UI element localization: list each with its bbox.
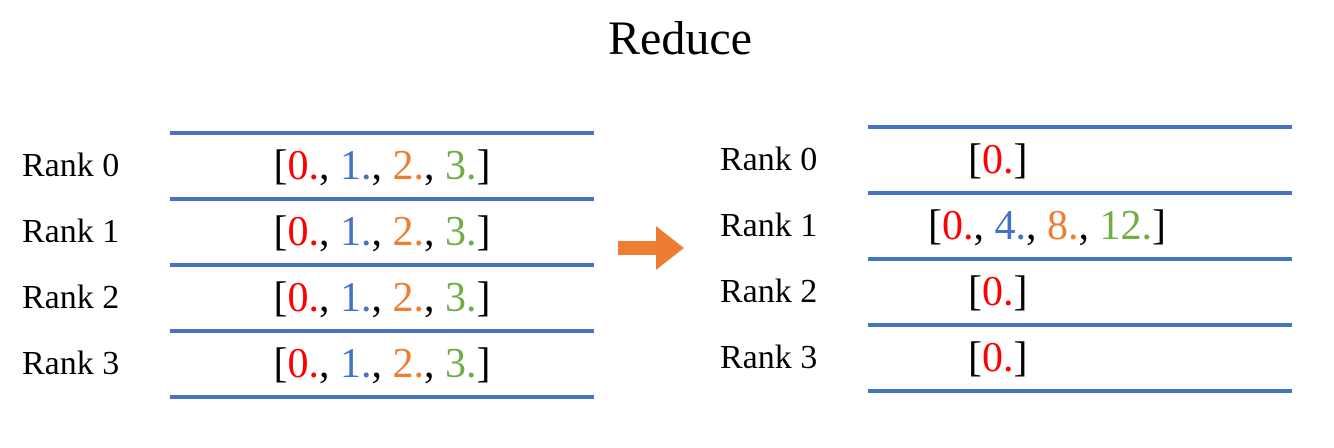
tensor-token: ,: [319, 143, 340, 189]
tensor-value: [0.]: [968, 337, 1028, 379]
tensor-token: 1.: [340, 143, 372, 189]
tensor-token: ,: [424, 275, 445, 321]
tensor-token: 0.: [942, 203, 974, 249]
rank-label: Rank 1: [720, 207, 818, 244]
tensor-token: [: [273, 209, 288, 255]
tensor-token: 3.: [445, 275, 477, 321]
tensor-token: 0.: [982, 269, 1014, 315]
tensor-token: ,: [1078, 203, 1100, 249]
rank-label: Rank 0: [720, 141, 818, 178]
tensor-token: ]: [476, 143, 491, 189]
tensor-value: [0., 1., 2., 3.]: [274, 277, 491, 319]
tensor-token: ,: [319, 275, 340, 321]
tensor-value: [0., 4., 8., 12.]: [928, 205, 1166, 247]
table-row: Rank 0 [0., 1., 2., 3.]: [22, 131, 594, 197]
tensor-token: ,: [371, 275, 393, 321]
table-row: Rank 3 [0., 1., 2., 3.]: [22, 329, 594, 395]
tensor-token: 0.: [287, 143, 320, 189]
tensor-token: ,: [371, 209, 393, 255]
tensor-token: ]: [476, 209, 491, 255]
tensor-token: 2.: [392, 275, 425, 321]
rank-label: Rank 2: [22, 279, 120, 316]
diagram-title: Reduce: [608, 12, 752, 65]
tensor-token: 0.: [287, 209, 320, 255]
tensor-token: 3.: [445, 341, 477, 387]
tensor-token: 3.: [445, 209, 477, 255]
tensor-token: 8.: [1047, 203, 1079, 249]
rank-label: Rank 0: [22, 147, 120, 184]
tensor-token: ]: [476, 275, 491, 321]
tensor-token: [: [273, 341, 288, 387]
tensor-token: 3.: [445, 143, 477, 189]
tensor-token: 2.: [392, 209, 425, 255]
tensor-token: 0.: [287, 341, 320, 387]
tensor-token: ]: [1152, 203, 1166, 249]
tensor-token: ,: [1026, 203, 1047, 249]
tensor-token: 2.: [392, 143, 425, 189]
tensor-token: ]: [1013, 269, 1028, 315]
tensor-token: ,: [371, 341, 393, 387]
table-row: Rank 1 [0., 4., 8., 12.]: [720, 191, 1292, 257]
table-row: Rank 1 [0., 1., 2., 3.]: [22, 197, 594, 263]
tensor-token: [: [968, 335, 982, 381]
before-table: Rank 0 [0., 1., 2., 3.] Rank 1 [0., 1., 2.,…: [22, 131, 594, 399]
right-arrow-icon: [618, 226, 684, 270]
tensor-token: ]: [476, 341, 491, 387]
after-table: Rank 0 [0.] Rank 1 [0., 4., 8., 12.] Rank 2 […: [720, 125, 1292, 393]
tensor-token: ,: [424, 341, 445, 387]
rank-label: Rank 3: [720, 339, 818, 376]
tensor-token: 1.: [340, 209, 372, 255]
tensor-token: [: [273, 275, 288, 321]
tensor-token: 0.: [287, 275, 320, 321]
table-row: Rank 2 [0.]: [720, 257, 1292, 323]
tensor-token: 4.: [994, 203, 1027, 249]
tensor-token: 12.: [1099, 203, 1153, 249]
tensor-value: [0., 1., 2., 3.]: [274, 211, 491, 253]
tensor-token: [: [968, 269, 982, 315]
table-row: Rank 3 [0.]: [720, 323, 1292, 389]
table-row: Rank 0 [0.]: [720, 125, 1292, 191]
rank-label: Rank 3: [22, 345, 120, 382]
tensor-token: ]: [1013, 137, 1028, 183]
tensor-value: [0.]: [968, 139, 1028, 181]
rank-label: Rank 1: [22, 213, 120, 250]
tensor-token: [: [273, 143, 288, 189]
tensor-token: ,: [319, 209, 340, 255]
table-row: Rank 2 [0., 1., 2., 3.]: [22, 263, 594, 329]
tensor-token: 0.: [982, 137, 1014, 183]
tensor-token: [: [968, 137, 982, 183]
tensor-token: 1.: [340, 275, 372, 321]
rank-label: Rank 2: [720, 273, 818, 310]
tensor-value: [0., 1., 2., 3.]: [274, 145, 491, 187]
tensor-token: ,: [424, 209, 445, 255]
tensor-token: [: [928, 203, 942, 249]
tensor-token: ,: [973, 203, 995, 249]
tensor-token: 2.: [392, 341, 425, 387]
tensor-token: ]: [1013, 335, 1028, 381]
tensor-token: ,: [424, 143, 445, 189]
tensor-value: [0., 1., 2., 3.]: [274, 343, 491, 385]
tensor-token: 1.: [340, 341, 372, 387]
tensor-token: 0.: [982, 335, 1014, 381]
tensor-token: ,: [319, 341, 340, 387]
tensor-value: [0.]: [968, 271, 1028, 313]
tensor-token: ,: [371, 143, 393, 189]
